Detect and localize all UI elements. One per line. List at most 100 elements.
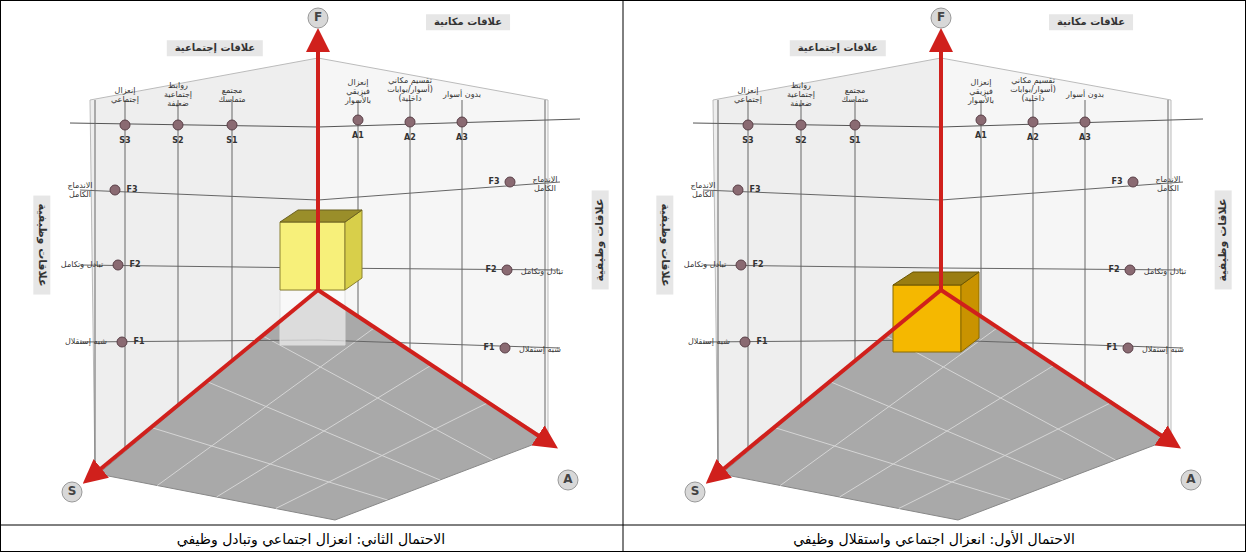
- caption: الاحتمال الثاني: انعزال اجتماعي وتبادل و…: [177, 531, 445, 547]
- scale-code: F3: [488, 177, 499, 186]
- a-axis: [941, 290, 1171, 442]
- scale-label: إنعزال فيزيقي بالأسوار: [958, 78, 1004, 106]
- floor-grid-line: [208, 382, 440, 480]
- floor-grid-line: [276, 403, 489, 509]
- scale-label: مجتمع متماسك: [209, 86, 255, 104]
- scale-code: S2: [172, 136, 183, 145]
- cube-top: [280, 210, 362, 222]
- scale-label: روابط إجتماعية ضعيفة: [155, 81, 201, 109]
- cube-shadow: [280, 290, 345, 345]
- scale-dot: [110, 185, 120, 195]
- axis-letter: S: [691, 485, 700, 499]
- scale-label: شبه إستقلال: [1141, 345, 1185, 354]
- scale-dot: [740, 337, 750, 347]
- scale-dot: [113, 260, 123, 270]
- scale-label: إنعزال إجتماعي: [725, 86, 771, 104]
- scale-dot: [405, 117, 415, 127]
- grid-line: [70, 123, 318, 127]
- axis-heading: علاقات وظيفية: [657, 196, 674, 295]
- floor-grid-line: [153, 428, 388, 500]
- grid-line: [693, 123, 941, 127]
- scale-dot: [1123, 343, 1133, 353]
- scale-label: الاندماج الكامل: [681, 181, 725, 199]
- scale-code: F1: [1106, 343, 1117, 352]
- grid-line: [318, 182, 560, 200]
- scale-code: F2: [1108, 265, 1119, 274]
- axis-heading: علاقات وظيفية: [592, 191, 609, 290]
- grid-line: [748, 100, 749, 450]
- scale-label: شبه إستقلال: [64, 337, 108, 346]
- grid-line: [462, 100, 463, 385]
- axis-badge: [308, 8, 328, 28]
- floor-grid-line: [776, 428, 1011, 500]
- scale-code: A1: [975, 131, 987, 140]
- scale-label: تقسيم مكاني (أسوار/بوابات داخلية): [385, 76, 435, 104]
- scale-code: F1: [756, 337, 767, 346]
- scale-code: S3: [119, 136, 130, 145]
- scale-code: S3: [742, 136, 753, 145]
- axis-letter: A: [1186, 473, 1195, 487]
- cube-side: [345, 210, 362, 290]
- scale-label: إنعزال فيزيقي بالأسوار: [335, 78, 381, 106]
- scale-dot: [733, 185, 743, 195]
- scale-label: الاندماج الكامل: [523, 175, 567, 193]
- scale-label: الاندماج الكامل: [1146, 175, 1190, 193]
- scale-code: F1: [133, 337, 144, 346]
- scale-label: الاندماج الكامل: [58, 181, 102, 199]
- scale-dot: [353, 115, 363, 125]
- scale-label: إنعزال إجتماعي: [102, 86, 148, 104]
- grid-line: [1085, 100, 1086, 385]
- scale-label: تبادل وتكامل: [520, 267, 564, 276]
- axis-badge: [558, 470, 578, 490]
- cube-front: [280, 222, 345, 290]
- floor-grid-line: [831, 382, 1063, 480]
- scale-dot: [1028, 117, 1038, 127]
- scale-dot: [1125, 265, 1135, 275]
- scale-dot: [976, 115, 986, 125]
- axis-letter: F: [937, 11, 945, 25]
- scale-code: A3: [456, 133, 468, 142]
- scale-code: F3: [126, 185, 137, 194]
- scale-dot: [500, 343, 510, 353]
- grid-line: [125, 100, 126, 450]
- scale-dot: [850, 120, 860, 130]
- scale-label: بدون أسوار: [1065, 90, 1105, 99]
- scale-code: F2: [485, 265, 496, 274]
- scale-code: A3: [1079, 133, 1091, 142]
- axis-letter: F: [314, 11, 322, 25]
- scale-label: تبادل وتكامل: [683, 260, 727, 269]
- scale-dot: [457, 117, 467, 127]
- grid-line: [95, 100, 96, 475]
- floor-grid-line: [899, 403, 1112, 509]
- scale-dot: [117, 337, 127, 347]
- cube-top: [893, 272, 979, 285]
- scale-label: روابط إجتماعية ضعيفة: [778, 81, 824, 109]
- scale-label: تبادل وتكامل: [1143, 267, 1187, 276]
- scale-code: F3: [1111, 177, 1122, 186]
- scale-code: A2: [1027, 133, 1039, 142]
- scale-code: F1: [483, 343, 494, 352]
- scale-dot: [173, 120, 183, 130]
- scale-label: تبادل وتكامل: [60, 260, 104, 269]
- scale-label: شبه إستقلال: [687, 337, 731, 346]
- scale-dot: [227, 120, 237, 130]
- scale-dot: [502, 265, 512, 275]
- scale-code: F3: [749, 185, 760, 194]
- axis-heading: علاقات وظيفية: [1215, 191, 1232, 290]
- f-axis: [939, 40, 943, 290]
- axis-badge: [931, 8, 951, 28]
- scale-label: بدون أسوار: [442, 90, 482, 99]
- axis-badge: [685, 482, 705, 502]
- grid-line: [941, 182, 1183, 200]
- s-axis: [92, 290, 318, 476]
- scale-code: S1: [226, 136, 237, 145]
- a-axis: [318, 290, 548, 442]
- scale-dot: [1128, 177, 1138, 187]
- table-divider: [0, 525, 1246, 526]
- scale-dot: [1080, 117, 1090, 127]
- grid-line: [718, 100, 719, 475]
- scale-code: F2: [752, 260, 763, 269]
- axis-letter: A: [563, 473, 572, 487]
